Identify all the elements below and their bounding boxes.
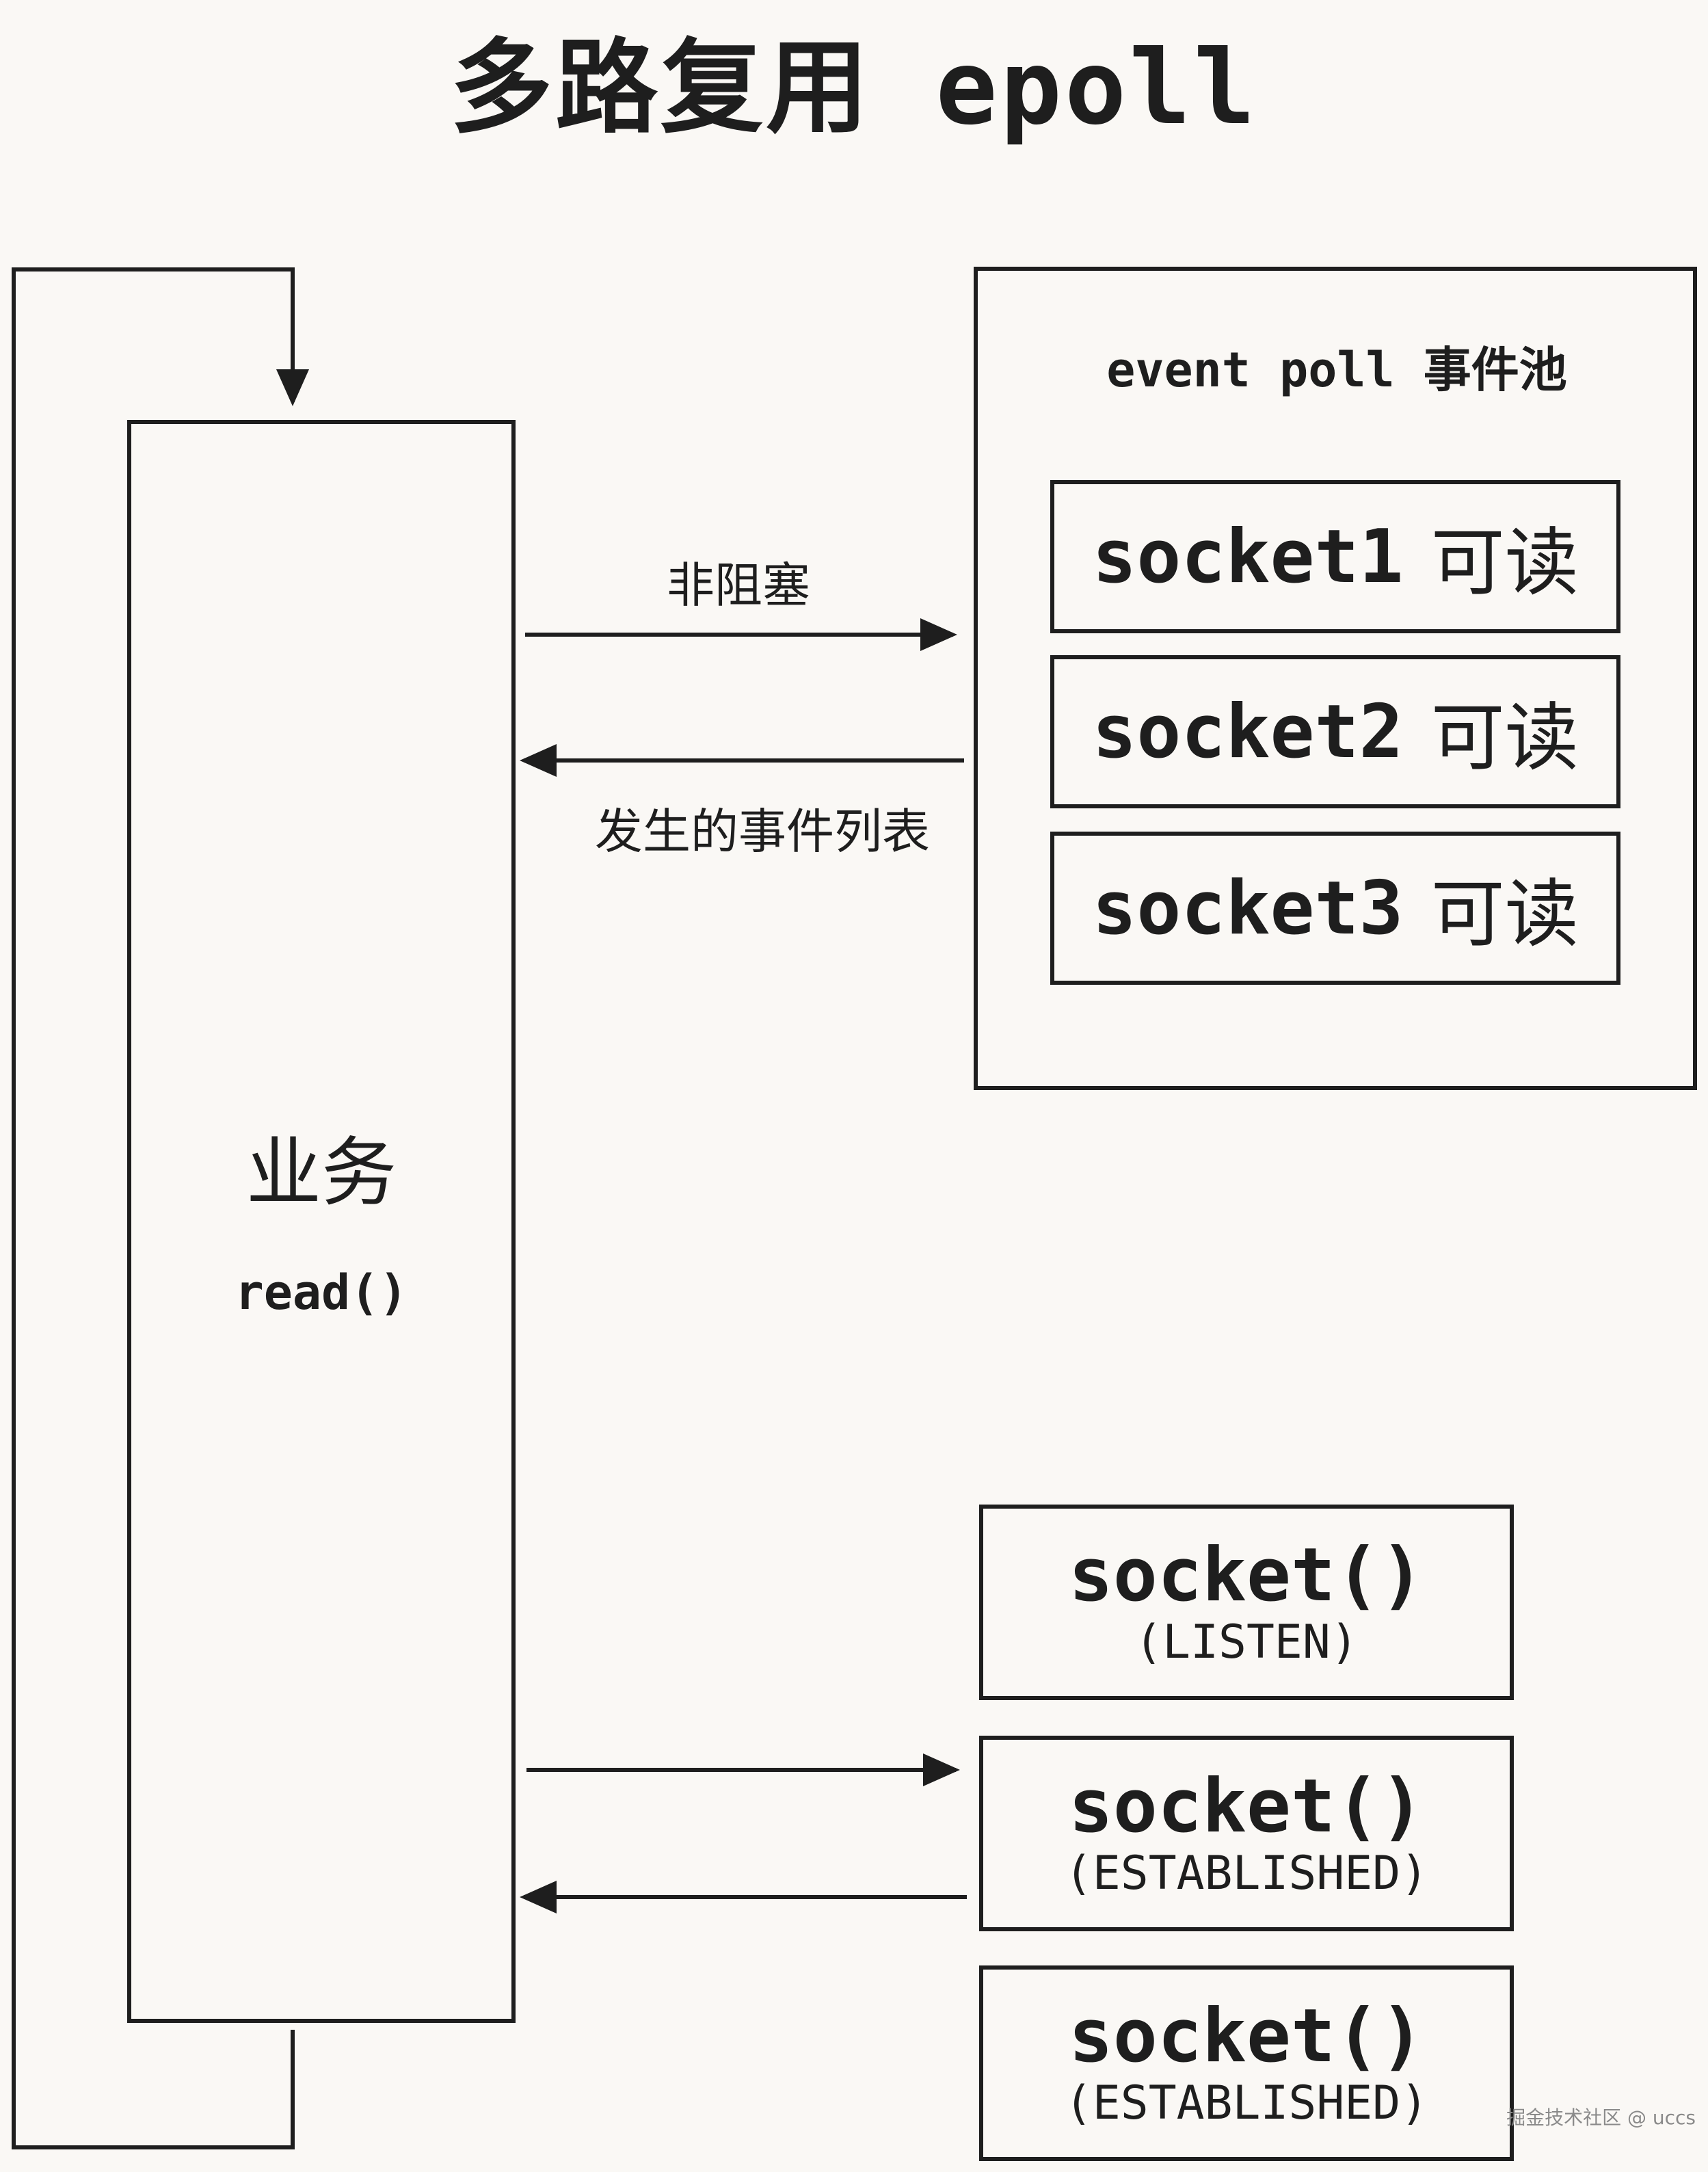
- watermark: 掘金技术社区 @ uccs: [1506, 2106, 1696, 2129]
- event-item-socket-name: socket2: [1092, 689, 1404, 775]
- event-item-socket1: socket1 可读: [1050, 480, 1620, 633]
- socket-fn: socket(): [1068, 1994, 1425, 2079]
- socket-state: (ESTABLISHED): [1064, 2076, 1429, 2130]
- event-poll-title: event poll 事件池: [1106, 341, 1567, 398]
- socket-state: (ESTABLISHED): [1064, 1846, 1429, 1900]
- socket-established-box-2: socket() (ESTABLISHED): [979, 1965, 1514, 2161]
- business-box: [127, 420, 516, 2023]
- request-label: 非阻塞: [667, 557, 810, 613]
- socket-fn: socket(): [1068, 1764, 1425, 1849]
- event-item-socket3: socket3 可读: [1050, 832, 1620, 985]
- business-call: read(): [235, 1264, 408, 1321]
- event-item-state: 可读: [1430, 696, 1579, 781]
- response-label: 发生的事件列表: [595, 803, 930, 860]
- socket-state: (LISTEN): [1134, 1615, 1359, 1669]
- diagram-title: 多路复用 epoll: [450, 28, 1258, 148]
- event-poll-box: [974, 267, 1697, 1090]
- event-item-state: 可读: [1430, 872, 1579, 957]
- business-title: 业务: [246, 1129, 397, 1217]
- event-item-socket-name: socket3: [1092, 865, 1404, 951]
- socket-established-box-1: socket() (ESTABLISHED): [979, 1736, 1514, 1931]
- event-item-state: 可读: [1430, 520, 1579, 606]
- socket-listen-box: socket() (LISTEN): [979, 1505, 1514, 1700]
- event-item-socket2: socket2 可读: [1050, 655, 1620, 808]
- socket-fn: socket(): [1068, 1533, 1425, 1618]
- event-item-socket-name: socket1: [1092, 514, 1404, 600]
- loop-line: [12, 267, 309, 2149]
